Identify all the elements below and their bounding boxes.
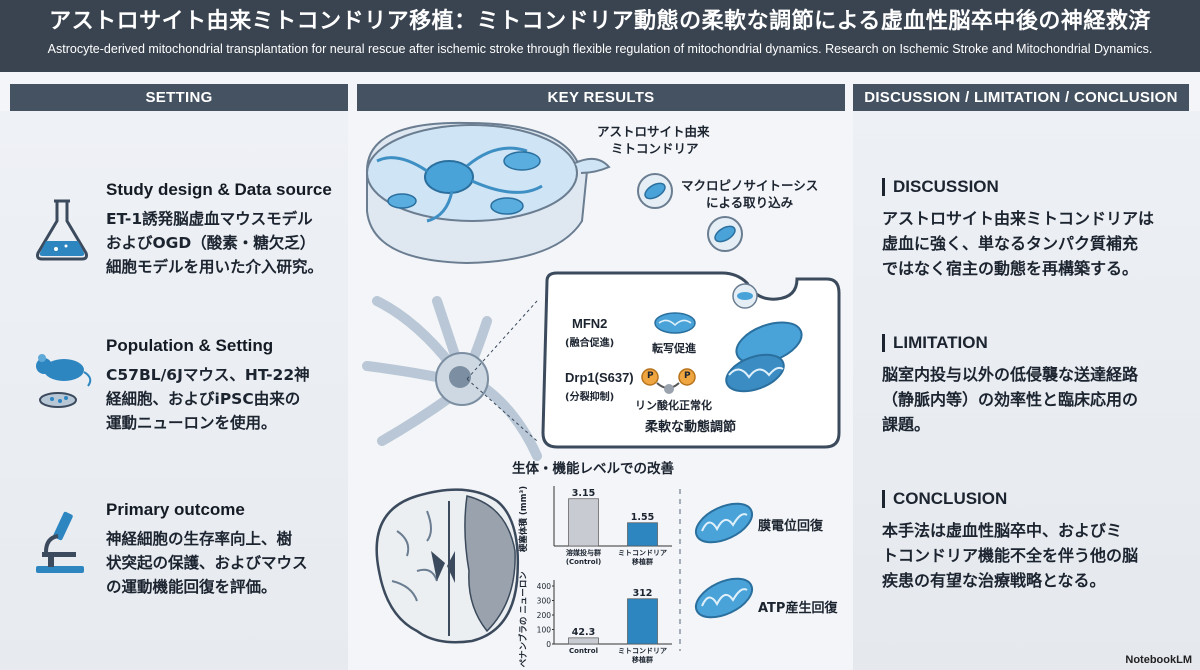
brain-illustration	[375, 488, 520, 644]
chart2-bar-0	[568, 637, 599, 645]
chart2-category-label-0-0: Control	[569, 647, 598, 655]
conclusion-line2: トコンドリア機能不全を伴う他の脳	[882, 546, 1139, 565]
chart1-category-label-0-1: (Control)	[566, 558, 601, 566]
population-title: Population & Setting	[106, 336, 274, 355]
study-design-line2: およびOGD（酸素・糖欠乏）	[106, 234, 316, 252]
conclusion-line3: 疾患の有望な治療戦略となる。	[882, 571, 1106, 590]
chart2-ytick-4: 400	[537, 582, 552, 591]
primary-outcome-line1: 神経細胞の生存率向上、樹	[106, 530, 293, 548]
limitation-section: LIMITATION 脳室内投与以外の低侵襲な送達経路 （静脈内等）の効率性と臨…	[882, 332, 1192, 442]
chart2-ytick-0: 0	[546, 640, 551, 649]
chart1-category-label-1-1: 移植群	[632, 557, 653, 566]
macropinocytosis-label-1: マクロピノサイトーシス	[681, 178, 819, 193]
mouse-icon	[36, 354, 92, 408]
phospho-normalization-label: リン酸化正常化	[635, 399, 712, 412]
drp1-label: Drp1(S637)	[565, 370, 634, 385]
chart1-bar-0	[568, 498, 599, 547]
chart2-bar-1	[627, 598, 658, 645]
chart2-ylabel: ペナンブラの ニューロン数	[518, 572, 529, 667]
key-results-column-header: KEY RESULTS	[357, 84, 845, 111]
conclusion-section: CONCLUSION 本手法は虚血性脳卒中、およびミ トコンドリア機能不全を伴う…	[882, 488, 1192, 598]
infarct-volume-chart: 梗塞体積 (mm³) 3.15 溶媒投与群(Control) 1.55 ミトコンドリア移…	[518, 486, 672, 566]
macropinocytosis-label-2: による取り込み	[706, 195, 794, 210]
study-design-line1: ET-1誘発脳虚血マウスモデル	[106, 210, 313, 228]
chart1-category-label-1-0: ミトコンドリア	[618, 549, 667, 557]
population-line3: 運動ニューロンを使用。	[106, 414, 277, 432]
flask-icon	[36, 199, 88, 261]
chart2-category-label-1-0: ミトコンドリア	[618, 647, 667, 655]
limitation-title: LIMITATION	[882, 334, 988, 352]
discussion-title: DISCUSSION	[882, 178, 999, 196]
phospho-p2-label: P	[684, 371, 691, 381]
population-line1: C57BL/6Jマウス、HT-22神	[106, 366, 310, 384]
discussion-line2: 虚血に強く、単なるタンパク質補充	[882, 234, 1139, 253]
chart2-ytick-1: 100	[537, 626, 552, 635]
study-design-section: Study design & Data source ET-1誘発脳虚血マウスモ…	[28, 180, 348, 290]
improvement-title: 生体・機能レベルでの改善	[512, 461, 674, 477]
study-design-line3: 細胞モデルを用いた介入研究。	[106, 258, 324, 276]
study-design-title: Study design & Data source	[106, 180, 332, 199]
mfn2-sub-label: (融合促進)	[565, 338, 615, 349]
microscope-icon	[36, 511, 84, 573]
mfn2-label: MFN2	[572, 316, 608, 331]
astrocyte-mito-label-1: アストロサイト由来	[597, 124, 710, 139]
population-section: Population & Setting C57BL/6Jマウス、HT-22神 …	[28, 336, 348, 446]
conclusion-title: CONCLUSION	[882, 490, 1007, 508]
chart1-category-label-0-0: 溶媒投与群	[566, 548, 601, 557]
population-line2: 経細胞、およびiPSC由来の	[106, 390, 301, 408]
limitation-line3: 課題。	[882, 415, 931, 434]
discussion-line1: アストロサイト由来ミトコンドリアは	[882, 209, 1155, 228]
chart1-bar-1	[627, 522, 658, 547]
setting-column-header: SETTING	[10, 84, 348, 111]
primary-outcome-line2: 状突起の保護、およびマウス	[106, 554, 308, 572]
phospho-p1-label: P	[647, 371, 654, 381]
free-mitochondria-illustration	[637, 173, 743, 252]
primary-outcome-section: Primary outcome 神経細胞の生存率向上、樹 状突起の保護、およびマ…	[28, 500, 348, 610]
conclusion-line1: 本手法は虚血性脳卒中、およびミ	[882, 521, 1123, 540]
chart1-ylabel: 梗塞体積 (mm³)	[518, 486, 529, 552]
transcription-label: 転写促進	[652, 342, 696, 355]
drp1-sub-label: (分裂抑制)	[565, 392, 615, 403]
flexible-regulation-label: 柔軟な動態調節	[645, 420, 737, 435]
discussion-column-header: DISCUSSION / LIMITATION / CONCLUSION	[853, 84, 1189, 111]
chart2-category-label-1-1: 移植群	[632, 655, 653, 664]
header-banner: アストロサイト由来ミトコンドリア移植：ミトコンドリア動態の柔軟な調節による虚血性…	[0, 0, 1200, 72]
page-title: アストロサイト由来ミトコンドリア移植：ミトコンドリア動態の柔軟な調節による虚血性…	[49, 9, 1151, 34]
neuron-illustration	[362, 296, 542, 461]
chart1-value-label-0: 3.15	[572, 488, 595, 499]
notebooklm-brand: NotebookLM	[1125, 654, 1192, 666]
astrocyte-cell-illustration	[366, 121, 611, 265]
mitochondrion-membrane-illustration	[694, 502, 754, 544]
atp-recovery-label: ATP産生回復	[758, 601, 838, 616]
mitochondrion-atp-illustration	[694, 577, 754, 619]
limitation-line2: （静脈内等）の効率性と臨床応用の	[882, 390, 1139, 409]
astrocyte-mito-label-2: ミトコンドリア	[611, 141, 699, 156]
chart2-value-label-0: 42.3	[572, 627, 595, 638]
discussion-panel	[853, 111, 1200, 670]
page-subtitle: Astrocyte-derived mitochondrial transpla…	[47, 42, 1153, 56]
chart2-ytick-2: 200	[537, 611, 552, 620]
discussion-line3: ではなく宿主の動態を再構築する。	[882, 259, 1139, 278]
primary-outcome-title: Primary outcome	[106, 500, 245, 519]
primary-outcome-line3: の運動機能回復を評価。	[106, 578, 277, 596]
key-results-illustration	[362, 121, 841, 651]
chart2-value-label-1: 312	[633, 588, 653, 599]
discussion-section: DISCUSSION アストロサイト由来ミトコンドリアは 虚血に強く、単なるタン…	[882, 176, 1192, 286]
chart1-value-label-1: 1.55	[631, 512, 654, 523]
limitation-line1: 脳室内投与以外の低侵襲な送達経路	[882, 365, 1139, 384]
chart2-ytick-3: 300	[537, 597, 552, 606]
zoom-box-illustration	[541, 271, 841, 449]
membrane-recovery-label: 膜電位回復	[758, 519, 824, 534]
